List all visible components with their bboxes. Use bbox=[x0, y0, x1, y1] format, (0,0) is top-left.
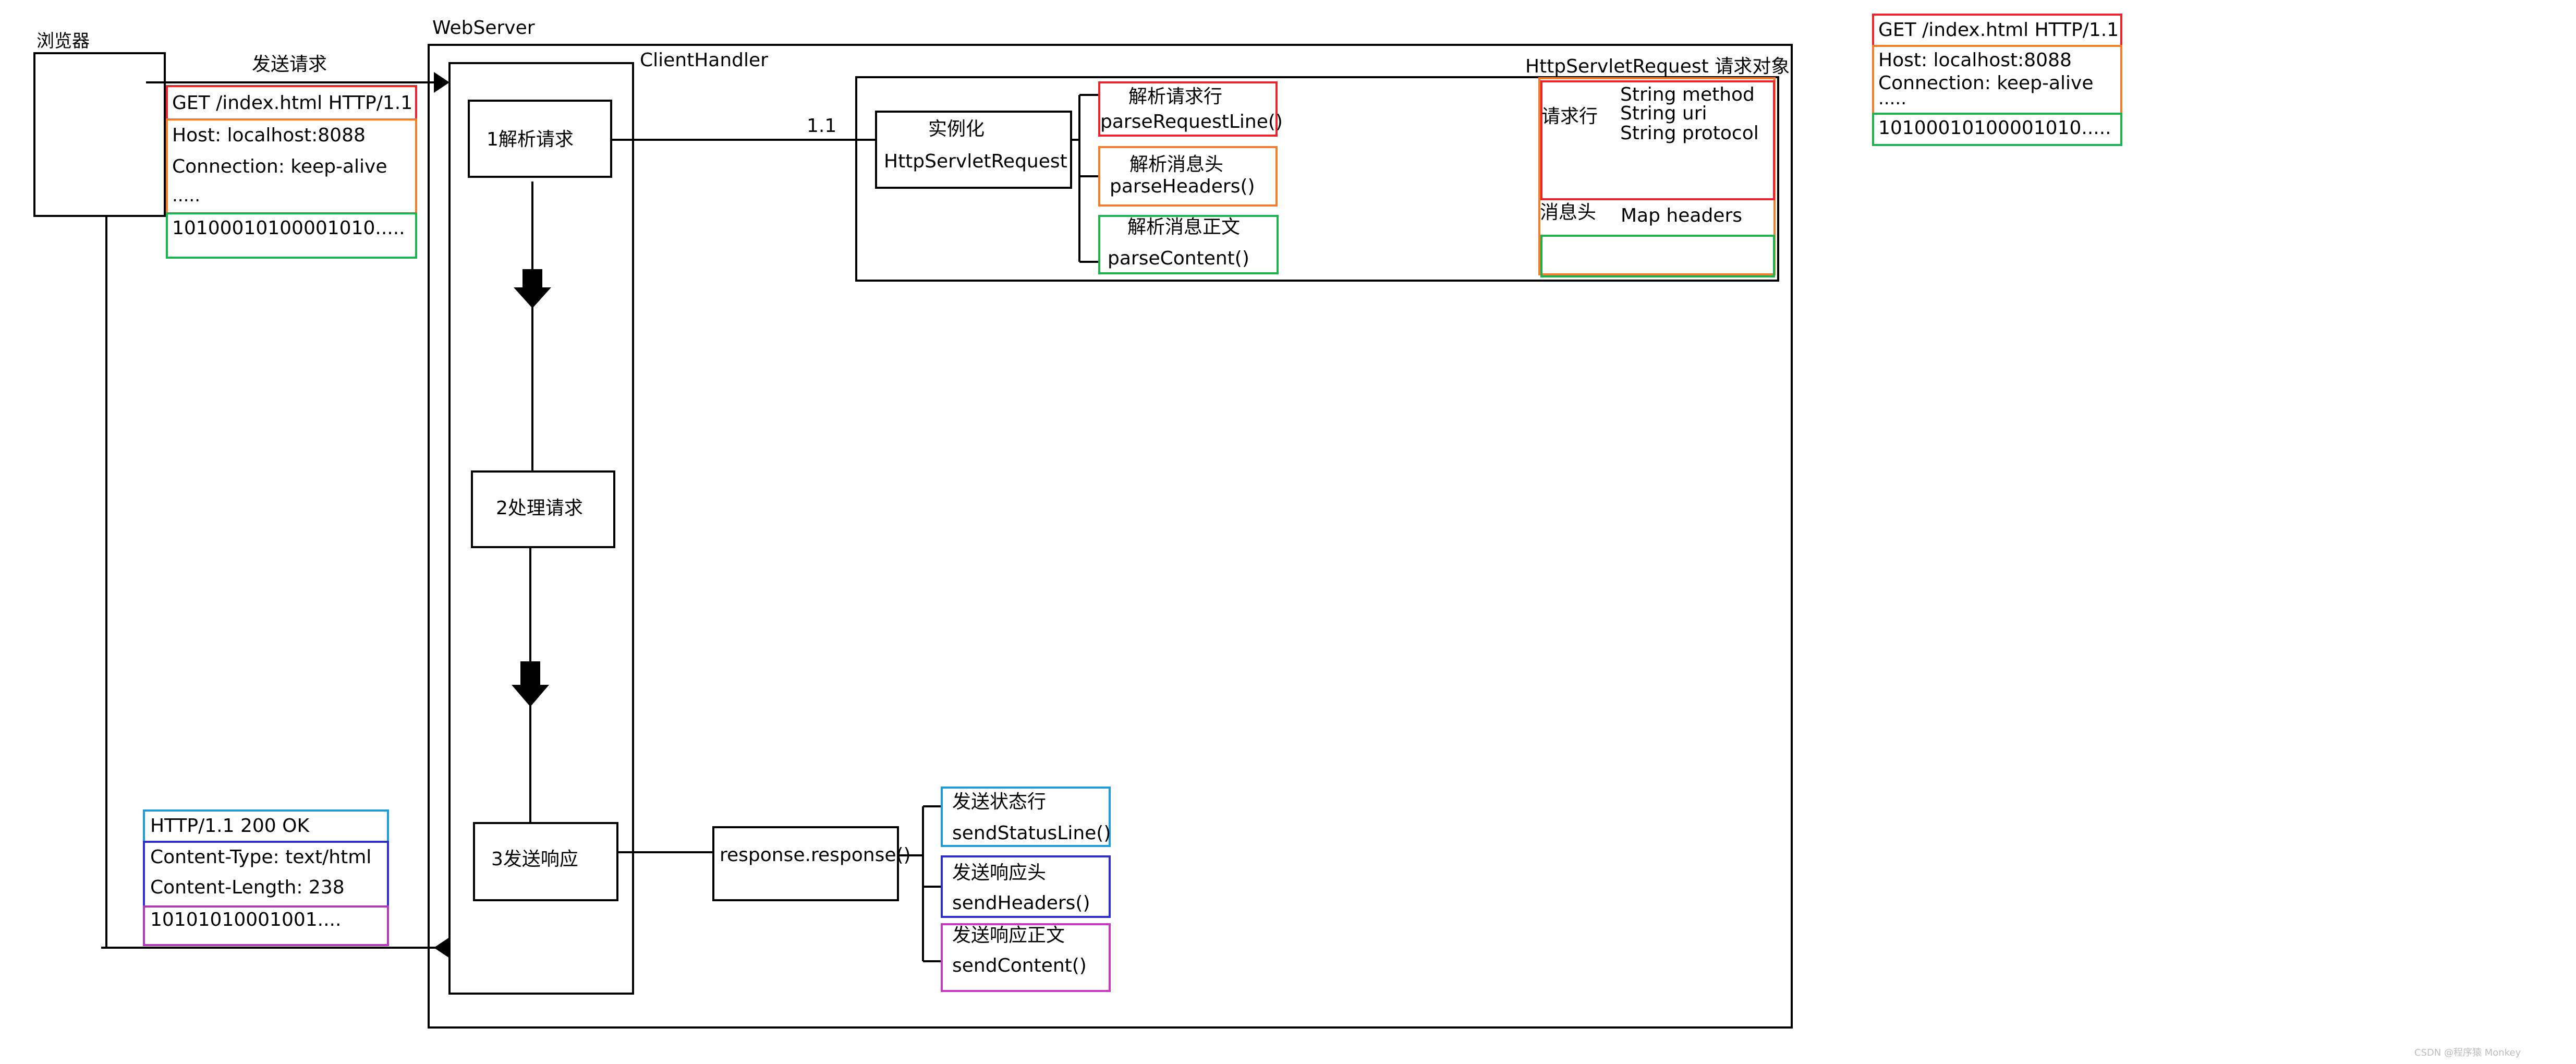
flow-arrow-down-2 bbox=[512, 661, 549, 707]
request-object-body-box bbox=[1540, 235, 1775, 277]
instantiate-box bbox=[875, 111, 1072, 189]
parse-content-box bbox=[1098, 215, 1279, 274]
step-send-response bbox=[473, 822, 618, 901]
parse-content-cn: 解析消息正文 bbox=[1127, 216, 1241, 238]
step-send-response-label: 3发送响应 bbox=[491, 849, 578, 870]
request-field-protocol: String protocol bbox=[1620, 123, 1759, 144]
request-body-box bbox=[166, 212, 417, 259]
request-object-request-line-box bbox=[1540, 80, 1775, 200]
request-header-connection: Connection: keep-alive bbox=[172, 156, 387, 177]
parse-request-line-box bbox=[1098, 81, 1278, 137]
step-handle-request bbox=[471, 470, 615, 548]
send-content-cn: 发送响应正文 bbox=[952, 925, 1065, 946]
parse-content-fn: parseContent() bbox=[1108, 248, 1249, 269]
instantiate-class: HttpServletRequest bbox=[884, 151, 1067, 172]
instantiate-label: 实例化 bbox=[928, 118, 985, 140]
right-request-body-text: 10100010100001010..... bbox=[1878, 117, 2111, 139]
response-content-length: Content-Length: 238 bbox=[150, 877, 345, 898]
send-headers-box bbox=[941, 855, 1111, 918]
browser-box bbox=[33, 52, 166, 217]
parse-headers-box bbox=[1098, 146, 1278, 207]
browser-title: 浏览器 bbox=[37, 31, 90, 52]
send-status-line-fn: sendStatusLine() bbox=[952, 823, 1111, 844]
request-header-host: Host: localhost:8088 bbox=[172, 125, 366, 146]
right-request-header-more: ..... bbox=[1878, 88, 1907, 109]
send-request-label: 发送请求 bbox=[252, 54, 327, 75]
right-request-header-connection: Connection: keep-alive bbox=[1878, 72, 2094, 94]
parse-headers-fn: parseHeaders() bbox=[1110, 176, 1255, 197]
request-object-headers-field: Map headers bbox=[1621, 205, 1742, 226]
send-headers-cn: 发送响应头 bbox=[952, 862, 1047, 884]
response-arrowhead bbox=[434, 937, 449, 958]
right-request-body-box bbox=[1872, 113, 2122, 146]
step-parse-request-label: 1解析请求 bbox=[487, 129, 574, 150]
response-call-label: response.response() bbox=[720, 844, 911, 866]
send-status-line-cn: 发送状态行 bbox=[952, 791, 1047, 813]
request-object-headers-label: 消息头 bbox=[1540, 202, 1597, 223]
response-body-box bbox=[143, 905, 389, 946]
request-header-more: ..... bbox=[172, 185, 201, 206]
send-content-fn: sendContent() bbox=[952, 955, 1087, 976]
response-call-box bbox=[712, 826, 899, 901]
response-content-type: Content-Type: text/html bbox=[150, 847, 372, 868]
request-field-uri: String uri bbox=[1620, 103, 1707, 124]
step-handle-request-label: 2处理请求 bbox=[496, 498, 583, 519]
response-body-text: 10101010001001.... bbox=[150, 909, 342, 930]
right-request-line-text: GET /index.html HTTP/1.1 bbox=[1878, 19, 2119, 41]
request-arrowhead bbox=[434, 72, 449, 93]
send-headers-fn: sendHeaders() bbox=[952, 892, 1090, 914]
parse-request-line-cn: 解析请求行 bbox=[1128, 86, 1223, 107]
watermark: CSDN @程序猿 Monkey bbox=[2414, 1047, 2521, 1058]
request-field-method: String method bbox=[1620, 84, 1755, 105]
clienthandler-title: ClientHandler bbox=[640, 50, 768, 71]
parse-request-line-fn: parseRequestLine() bbox=[1100, 111, 1283, 132]
webserver-box bbox=[428, 44, 1793, 1029]
response-status-line-text: HTTP/1.1 200 OK bbox=[150, 815, 310, 837]
request-object-request-line-label: 请求行 bbox=[1541, 106, 1598, 127]
webserver-title: WebServer bbox=[432, 17, 535, 39]
flow-arrow-down-1 bbox=[514, 269, 551, 308]
right-request-header-host: Host: localhost:8088 bbox=[1878, 50, 2072, 71]
send-status-line-box bbox=[941, 787, 1111, 847]
parse-headers-cn: 解析消息头 bbox=[1129, 154, 1224, 175]
request-object-title: HttpServletRequest 请求对象 bbox=[1525, 56, 1790, 77]
clienthandler-box bbox=[448, 62, 634, 995]
send-content-box bbox=[941, 923, 1111, 992]
request-processing-box bbox=[855, 76, 1779, 282]
request-body-text: 10100010100001010..... bbox=[172, 217, 405, 239]
request-line-text: GET /index.html HTTP/1.1 bbox=[172, 92, 413, 114]
step-parse-request bbox=[468, 100, 612, 178]
edge-label-1-1: 1.1 bbox=[807, 115, 837, 137]
